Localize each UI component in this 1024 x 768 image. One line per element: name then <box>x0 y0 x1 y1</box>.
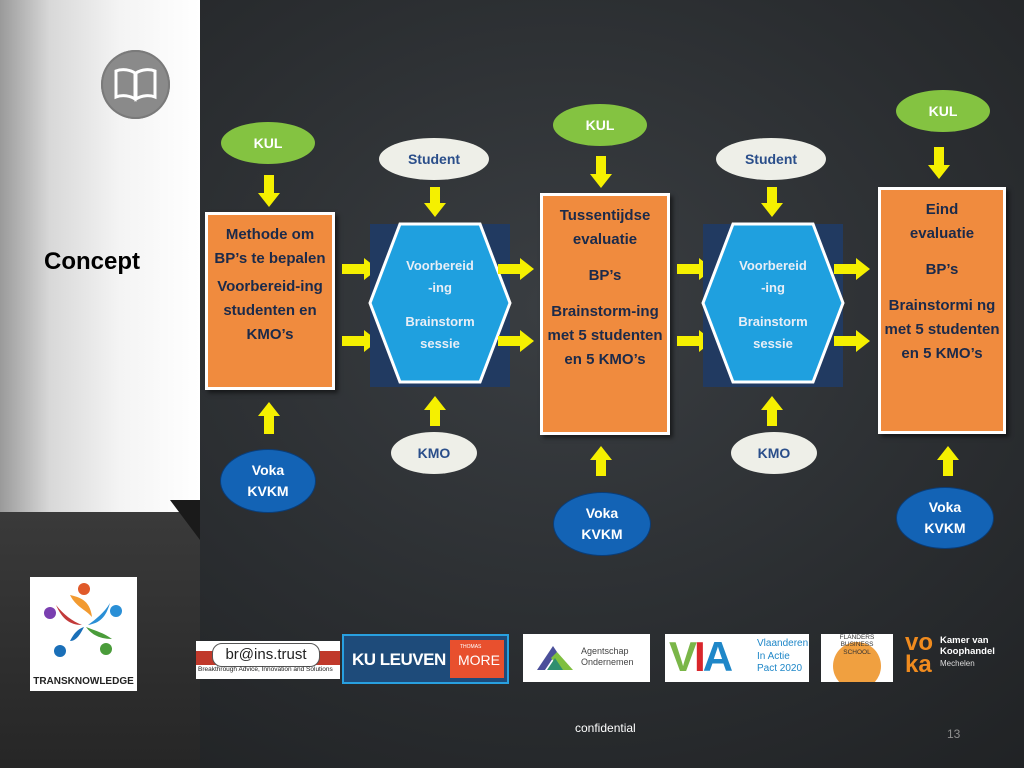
arrow-up-icon <box>590 446 612 476</box>
thomas-more-badge: THOMAS MORE <box>450 640 504 678</box>
step1-box-line: Voorbereid-ing studenten en KMO’s <box>217 278 323 343</box>
arrow-up-icon <box>424 396 446 426</box>
brains-trust-tagline: Breakthrough Advice, Innovation and Solu… <box>198 666 333 673</box>
voka-mark: vo ka <box>905 629 934 678</box>
step3-box-line: Tussentijdse evaluatie <box>559 207 651 248</box>
thomas-more-text: MORE <box>458 652 500 668</box>
fbs-text: FLANDERS BUSINESS SCHOOL <box>839 634 875 656</box>
step3-box-line: BP’s <box>588 267 622 284</box>
agentschap-mark-icon <box>537 646 573 670</box>
step5-top-oval: KUL <box>896 90 990 132</box>
arrow-down-icon <box>424 187 446 217</box>
via-subtitle: Vlaanderen In Actie Pact 2020 <box>757 638 809 674</box>
step5-box-line: Eind evaluatie <box>909 201 975 242</box>
step2-bottom-oval: KMO <box>391 432 477 474</box>
agentschap-ondernemen-logo: Agentschap Ondernemen <box>523 634 650 682</box>
step4-hex-line: Voorbereid -ing <box>739 258 807 296</box>
step5-box-line: Brainstormi ng met 5 studenten en 5 KMO’… <box>884 297 1000 362</box>
step5-box: Eind evaluatie BP’s Brainstormi ng met 5… <box>878 187 1006 434</box>
step1-bottom-oval: Voka KVKM <box>220 449 316 513</box>
book-icon <box>101 50 170 119</box>
arrow-right-icon <box>834 330 870 352</box>
arrow-down-icon <box>928 147 950 179</box>
arrow-down-icon <box>590 156 612 188</box>
via-mark: VIA <box>669 634 733 680</box>
step3-top-oval: KUL <box>553 104 647 146</box>
transknowledge-logo-text: TRANSKNOWLEDGE <box>33 676 134 687</box>
arrow-right-icon <box>498 330 534 352</box>
step2-hex-text: Voorbereid -ing Brainstorm sessie <box>382 255 498 355</box>
page-number: 13 <box>947 727 961 741</box>
panel-fold <box>170 500 200 540</box>
transknowledge-logo: TRANSKNOWLEDGE <box>30 577 137 691</box>
footer-confidential: confidential <box>575 721 636 735</box>
step4-hex-line: Brainstorm sessie <box>738 314 808 352</box>
arrow-right-icon <box>342 330 378 352</box>
arrow-down-icon <box>761 187 783 217</box>
step1-top-oval: KUL <box>221 122 315 164</box>
voka-city: Mechelen <box>940 659 975 668</box>
step1-box: Methode om BP’s te bepalen Voorbereid-in… <box>205 212 335 390</box>
step3-bottom-oval: Voka KVKM <box>553 492 651 556</box>
step4-top-oval: Student <box>716 138 826 180</box>
via-pact-logo: VIA Vlaanderen In Actie Pact 2020 <box>665 634 809 682</box>
arrow-up-icon <box>761 396 783 426</box>
transknowledge-people-icon <box>44 583 122 657</box>
step4-bottom-oval: KMO <box>731 432 817 474</box>
arrow-right-icon <box>834 258 870 280</box>
step3-box: Tussentijdse evaluatie BP’s Brainstorm-i… <box>540 193 670 435</box>
step1-box-line: Methode om BP’s te bepalen <box>214 226 326 267</box>
step2-hex-line: Brainstorm sessie <box>405 314 475 352</box>
arrow-right-icon <box>342 258 378 280</box>
step3-box-line: Brainstorm-ing met 5 studenten en 5 KMO’… <box>547 303 663 368</box>
step4-hex-text: Voorbereid -ing Brainstorm sessie <box>715 255 831 355</box>
step2-top-oval: Student <box>379 138 489 180</box>
slide-title: Concept <box>44 248 140 275</box>
step2-hexagon <box>368 222 512 384</box>
arrow-down-icon <box>258 175 280 207</box>
step5-bottom-oval: Voka KVKM <box>896 487 994 549</box>
ku-leuven-text: KU LEUVEN <box>352 650 446 669</box>
step2-hex-line: Voorbereid -ing <box>406 258 474 296</box>
voka-text: Kamer van Koophandel <box>940 635 995 658</box>
arrow-up-icon <box>258 402 280 434</box>
step4-hexagon <box>701 222 845 384</box>
flanders-business-school-logo: FLANDERS BUSINESS SCHOOL <box>821 634 893 682</box>
arrow-up-icon <box>937 446 959 476</box>
voka-logo: vo ka Kamer van Koophandel Mechelen <box>905 629 1020 684</box>
thomas-more-small-text: THOMAS <box>460 644 482 650</box>
agentschap-text: Agentschap Ondernemen <box>581 646 634 667</box>
arrow-right-icon <box>498 258 534 280</box>
step5-box-line: BP’s <box>925 261 959 278</box>
brains-trust-logo: br@ins.trust Breakthrough Advice, Innova… <box>196 641 340 679</box>
ku-leuven-thomas-more-logo: KU LEUVEN THOMAS MORE <box>342 634 509 684</box>
brains-trust-name: br@ins.trust <box>212 643 320 667</box>
